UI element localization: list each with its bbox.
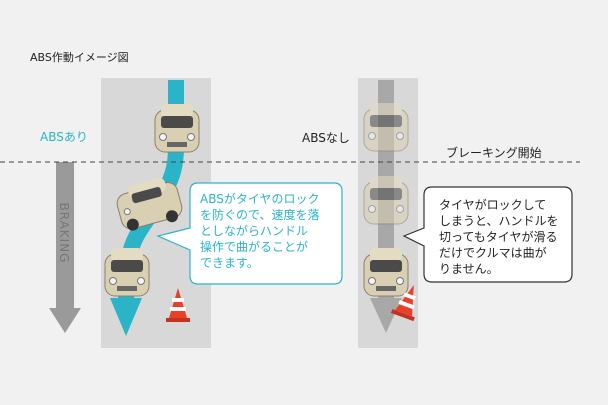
bubble-line: を防ぐので、速度を落 — [200, 208, 320, 222]
bubble-line: りません。 — [439, 262, 499, 276]
bubble-line: としながらハンドル — [200, 224, 309, 238]
bubble-line: しまうと、ハンドルを — [439, 214, 559, 228]
bubble-line: 操作で曲がることが — [200, 240, 309, 254]
car-icon — [363, 176, 409, 225]
bubble-line: タイヤがロックして — [439, 198, 547, 212]
speech-bubble-no-abs — [402, 186, 573, 283]
bubble-line: ABSがタイヤのロック — [200, 192, 320, 206]
bubble-line: 切ってもタイヤが滑る — [439, 230, 558, 244]
page-title: ABS作動イメージ図 — [30, 51, 129, 64]
bubble-line: できます。 — [200, 256, 259, 270]
label-abs-on: ABSあり — [40, 130, 88, 144]
car-icon — [154, 104, 200, 153]
label-braking: BRAKING — [57, 202, 71, 264]
bubble-abs-text: ABSがタイヤのロック を防ぐので、速度を落 としながらハンドル 操作で曲がるこ… — [200, 191, 320, 271]
label-braking-start: ブレーキング開始 — [446, 146, 542, 160]
car-icon — [363, 103, 409, 152]
bubble-line: だけでクルマは曲が — [439, 246, 547, 260]
car-icon — [363, 248, 409, 297]
car-icon — [104, 248, 150, 297]
label-abs-off: ABSなし — [302, 131, 350, 145]
traffic-cone-icon — [390, 285, 417, 322]
speech-bubble-abs — [156, 182, 343, 285]
car-icon — [116, 178, 183, 231]
braking-arrow — [49, 162, 81, 333]
bubble-no-abs-text: タイヤがロックして しまうと、ハンドルを 切ってもタイヤが滑る だけでクルマは曲… — [439, 197, 559, 277]
traffic-cone-icon — [166, 288, 190, 322]
